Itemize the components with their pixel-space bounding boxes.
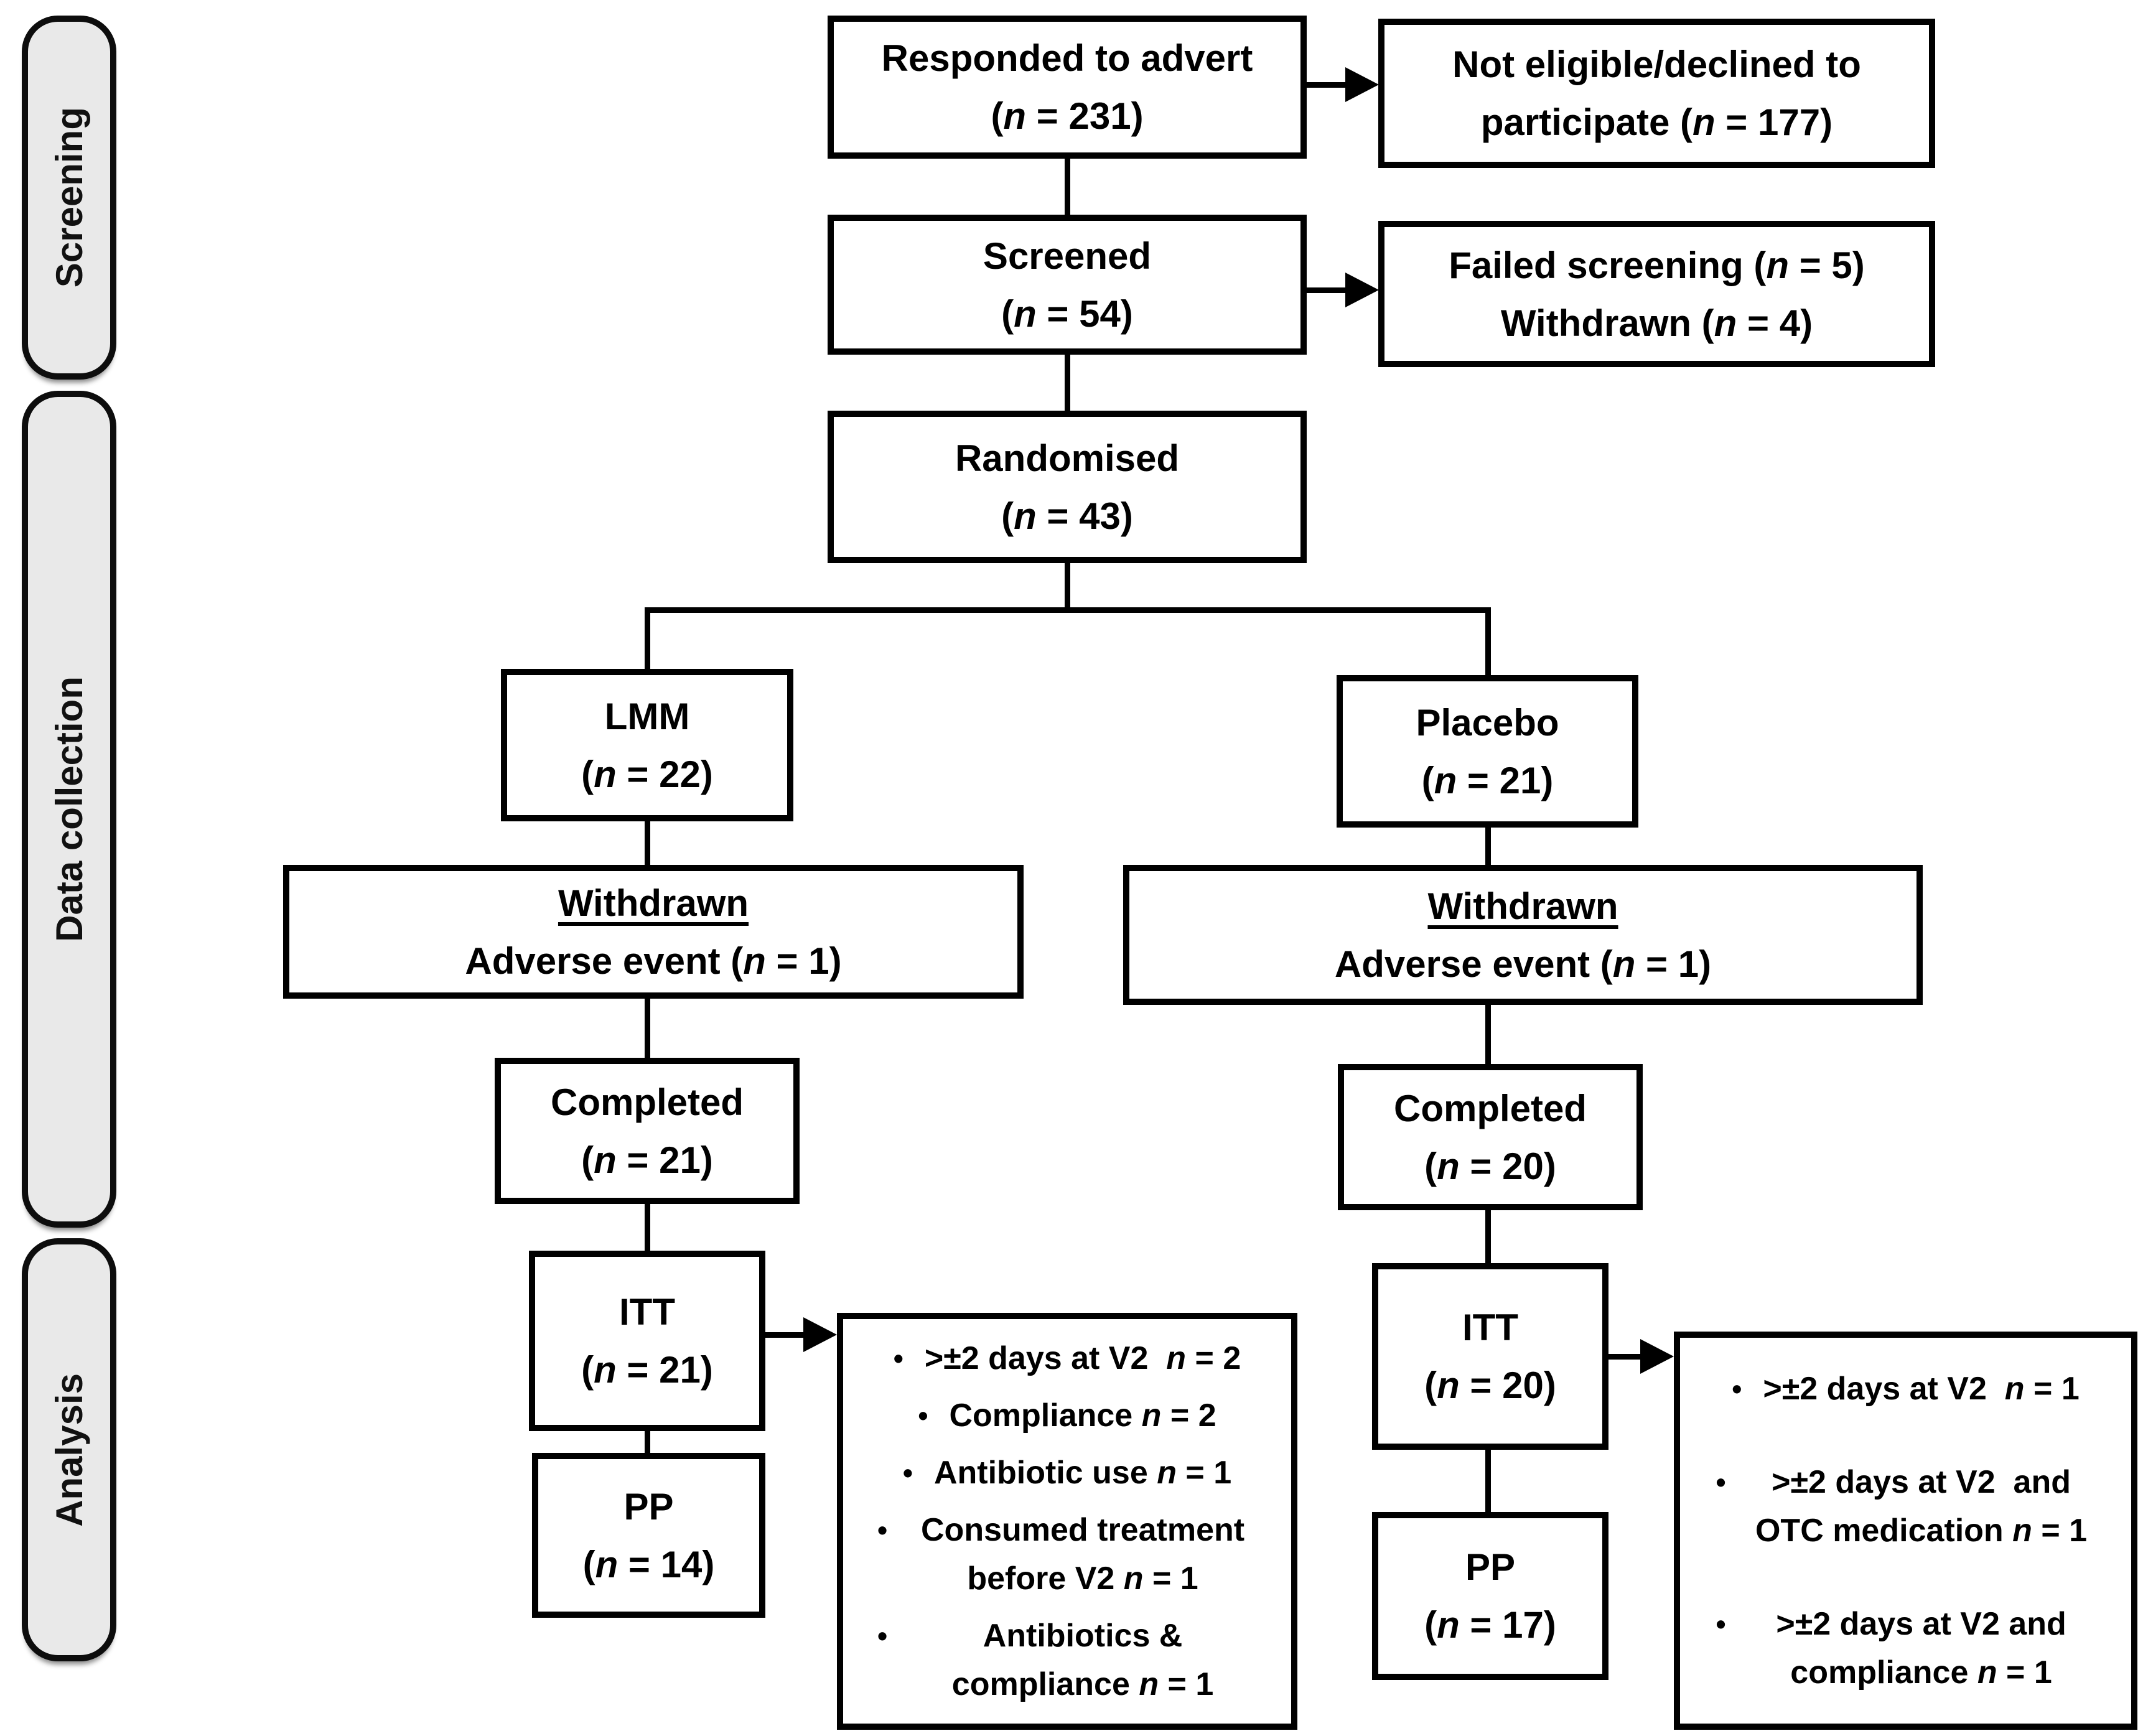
box-line: Withdrawn (n = 4) xyxy=(1500,302,1813,344)
bullet-icon: • xyxy=(902,1457,913,1490)
box-exclusions-lmm: •>±2 days at V2 n = 2 •Compliance n = 2 … xyxy=(837,1313,1297,1730)
arrow-head-itt-exclusions-placebo xyxy=(1640,1339,1674,1374)
bullet-icon: • xyxy=(1716,1608,1726,1641)
box-withdrawn-lmm: Withdrawn Adverse event (n = 1) xyxy=(283,865,1024,999)
box-line: Randomised xyxy=(955,437,1180,479)
phase-label-analysis: Analysis xyxy=(48,1373,90,1527)
box-line: (n = 14) xyxy=(582,1543,715,1585)
bullet-item: •>±2 days at V2 n = 2 xyxy=(894,1334,1241,1383)
box-line: (n = 22) xyxy=(581,753,713,795)
bullet-item: •>±2 days at V2 and OTC medication n = 1 xyxy=(1716,1458,2095,1555)
box-line: Adverse event (n = 1) xyxy=(465,940,842,982)
connector-withdrawn-completed-placebo xyxy=(1485,1005,1491,1064)
box-line: Failed screening (n = 5) xyxy=(1449,244,1865,286)
arrow-line-itt-exclusions-lmm xyxy=(765,1332,805,1338)
box-randomised: Randomised (n = 43) xyxy=(828,411,1307,563)
box-line: Screened xyxy=(983,235,1152,277)
bullet-item: •Antibiotic use n = 1 xyxy=(903,1449,1231,1497)
bullet-item: •Antibiotics & compliance n = 1 xyxy=(877,1612,1257,1709)
connector-completed-itt-placebo xyxy=(1485,1210,1491,1263)
bullet-item: •>±2 days at V2 n = 1 xyxy=(1732,1365,2080,1413)
box-exclusions-placebo: •>±2 days at V2 n = 1 •>±2 days at V2 an… xyxy=(1674,1332,2137,1730)
box-line: (n = 231) xyxy=(991,95,1144,137)
connector-randomised-branch xyxy=(1065,563,1070,610)
phase-capsule-analysis: Analysis xyxy=(22,1238,116,1661)
connector-branch-lmm xyxy=(645,607,650,669)
box-not-eligible: Not eligible/declined to participate (n … xyxy=(1378,19,1935,168)
box-line: Not eligible/declined to xyxy=(1452,44,1861,85)
box-line: (n = 17) xyxy=(1424,1604,1556,1646)
bullet-item: •Consumed treatment before V2 n = 1 xyxy=(877,1506,1257,1603)
arrow-head-screened-failed xyxy=(1345,273,1379,307)
phase-label-screening: Screening xyxy=(48,107,90,288)
arrow-head-responded-noteligible xyxy=(1345,67,1379,102)
connector-branch-placebo xyxy=(1485,607,1491,675)
connector-screened-randomised xyxy=(1065,355,1070,411)
box-line: (n = 21) xyxy=(581,1139,713,1181)
bullet-icon: • xyxy=(918,1399,928,1432)
phase-capsule-data-collection: Data collection xyxy=(22,391,116,1228)
box-line: Withdrawn xyxy=(558,882,749,924)
box-line: (n = 21) xyxy=(581,1349,713,1391)
bullet-icon: • xyxy=(893,1342,903,1374)
box-failed-screening: Failed screening (n = 5) Withdrawn (n = … xyxy=(1378,221,1935,367)
connector-withdrawn-completed-lmm xyxy=(645,999,650,1058)
box-line: PP xyxy=(1465,1546,1516,1588)
box-pp-placebo: PP (n = 17) xyxy=(1372,1512,1608,1680)
box-completed-lmm: Completed (n = 21) xyxy=(495,1058,800,1204)
box-line: PP xyxy=(623,1485,674,1528)
box-line: ITT xyxy=(619,1291,675,1333)
box-line: Adverse event (n = 1) xyxy=(1334,943,1712,985)
box-placebo-arm: Placebo (n = 21) xyxy=(1337,675,1638,828)
bullet-item: •>±2 days at V2 and compliance n = 1 xyxy=(1716,1600,2095,1697)
box-pp-lmm: PP (n = 14) xyxy=(532,1453,765,1618)
box-line: (n = 54) xyxy=(1001,292,1133,335)
connector-itt-pp-lmm xyxy=(645,1431,650,1453)
phase-capsule-screening: Screening xyxy=(22,16,116,380)
bullet-icon: • xyxy=(877,1620,888,1653)
bullet-icon: • xyxy=(877,1514,888,1547)
box-responded-to-advert: Responded to advert (n = 231) xyxy=(828,16,1307,159)
connector-placebo-withdrawn xyxy=(1485,828,1491,865)
connector-lmm-withdrawn xyxy=(645,821,650,865)
bullet-icon: • xyxy=(1716,1466,1726,1499)
box-line: Placebo xyxy=(1416,701,1559,744)
box-itt-placebo: ITT (n = 20) xyxy=(1372,1263,1608,1450)
arrow-head-itt-exclusions-lmm xyxy=(803,1317,837,1352)
connector-responded-screened xyxy=(1065,159,1070,215)
box-line: (n = 21) xyxy=(1421,759,1554,801)
box-itt-lmm: ITT (n = 21) xyxy=(529,1251,765,1431)
bullet-icon: • xyxy=(1732,1372,1742,1405)
arrow-line-responded-noteligible xyxy=(1307,82,1347,88)
box-line: (n = 20) xyxy=(1424,1365,1556,1406)
box-line: Responded to advert xyxy=(881,37,1253,79)
box-line: Withdrawn xyxy=(1427,885,1618,927)
box-line: (n = 43) xyxy=(1001,495,1133,537)
box-lmm-arm: LMM (n = 22) xyxy=(501,669,793,821)
arrow-line-itt-exclusions-placebo xyxy=(1608,1354,1641,1360)
branch-line xyxy=(645,607,1491,613)
box-line: Completed xyxy=(550,1081,744,1123)
box-line: ITT xyxy=(1462,1307,1518,1348)
connector-completed-itt-lmm xyxy=(645,1204,650,1251)
box-line: (n = 20) xyxy=(1424,1145,1556,1187)
box-withdrawn-placebo: Withdrawn Adverse event (n = 1) xyxy=(1123,865,1923,1005)
arrow-line-screened-failed xyxy=(1307,287,1347,293)
connector-itt-pp-placebo xyxy=(1485,1450,1491,1512)
box-screened: Screened (n = 54) xyxy=(828,215,1307,355)
phase-label-data-collection: Data collection xyxy=(48,676,90,942)
box-line: participate (n = 177) xyxy=(1480,101,1833,143)
box-line: LMM xyxy=(604,695,690,737)
bullet-item: •Compliance n = 2 xyxy=(918,1391,1216,1440)
box-completed-placebo: Completed (n = 20) xyxy=(1338,1064,1643,1210)
box-line: Completed xyxy=(1393,1087,1587,1129)
